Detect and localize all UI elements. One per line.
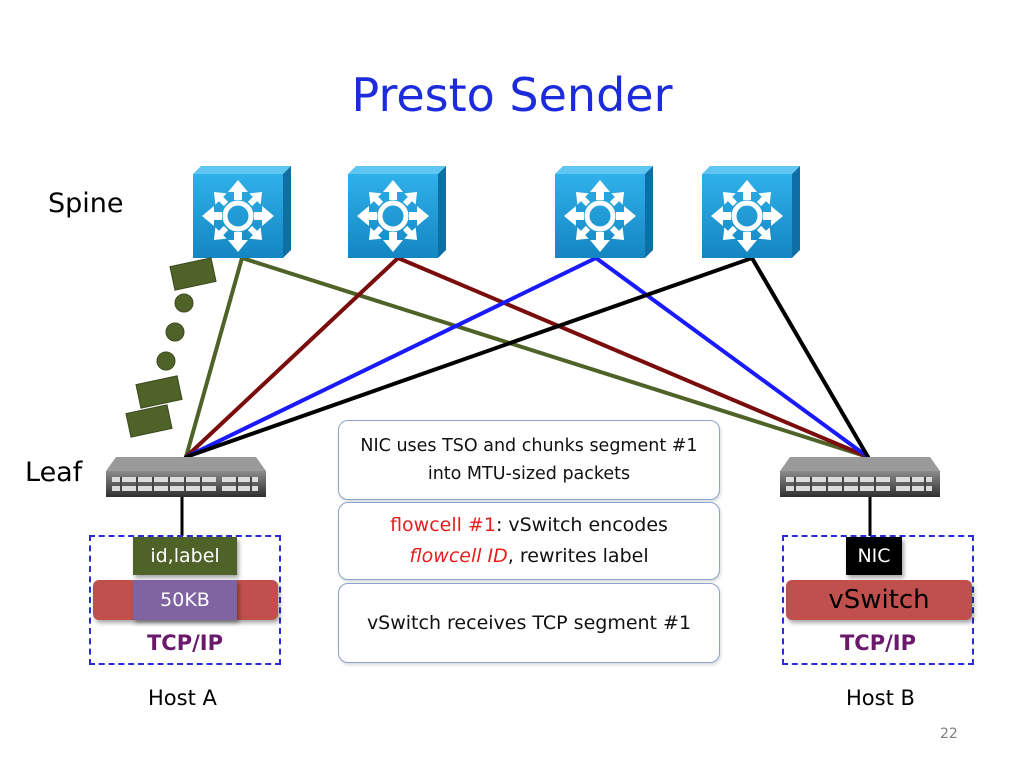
packet-dot-icon — [174, 293, 194, 313]
step-vswitch-receive: vSwitch receives TCP segment #1 — [338, 583, 720, 663]
slide-title: Presto Sender — [351, 68, 673, 122]
flowcell-id: flowcell ID — [409, 545, 508, 567]
leaf-switch-b-icon — [780, 457, 940, 497]
host-b-label: Host B — [846, 686, 915, 710]
flowcell-encode-text: : vSwitch encodes — [495, 514, 668, 536]
packet-icon — [169, 257, 217, 291]
host-b-nic: NIC — [846, 537, 902, 575]
spine-switch-1-icon — [190, 166, 291, 264]
spine-switch-4-icon — [699, 166, 800, 264]
spine-switch-2-icon — [345, 166, 446, 264]
page-number: 22 — [940, 726, 958, 742]
host-a-label: Host A — [148, 686, 217, 710]
tag-id-label: id,label — [133, 537, 237, 575]
packet-dot-icon — [165, 322, 185, 342]
step-vswitch-receive-text: vSwitch receives TCP segment #1 — [366, 612, 692, 634]
step-nic-tso-line2: into MTU-sized packets — [427, 464, 631, 484]
step-nic-tso: NIC uses TSO and chunks segment #1 into … — [338, 420, 720, 500]
host-b-vswitch: vSwitch — [786, 580, 972, 620]
rewrites-label-text: , rewrites label — [507, 545, 649, 567]
leaf-switch-a-icon — [106, 457, 266, 497]
packet-icon — [135, 375, 183, 409]
packet-stream — [125, 257, 217, 438]
tag-segment-size: 50KB — [133, 580, 237, 620]
packet-icon — [125, 404, 173, 438]
spine-label: Spine — [48, 188, 124, 219]
leaf-label: Leaf — [25, 457, 83, 488]
step-nic-tso-line1: NIC uses TSO and chunks segment #1 — [360, 436, 698, 456]
host-a-box — [89, 535, 281, 665]
step-flowcell-encode: flowcell #1: vSwitch encodes flowcell ID… — [338, 502, 720, 580]
host-a-tcpip: TCP/IP — [146, 631, 223, 655]
spine-switch-3-icon — [552, 166, 653, 264]
flowcell-number: flowcell #1 — [390, 514, 496, 536]
host-b-tcpip: TCP/IP — [839, 631, 916, 655]
packet-dot-icon — [156, 351, 176, 371]
host-b-box — [782, 535, 974, 665]
